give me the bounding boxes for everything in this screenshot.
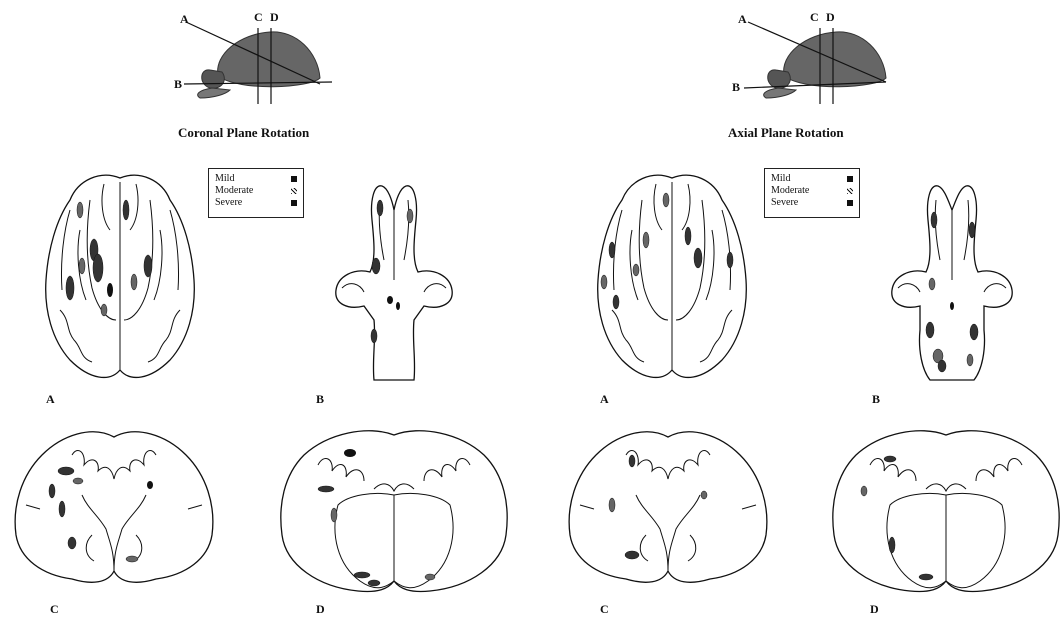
swatch-hatched-icon (847, 188, 853, 194)
swatch-solid-icon (291, 176, 297, 182)
section-a-horizontal (30, 170, 210, 385)
legend-item-moderate: Moderate (215, 185, 297, 197)
section-label-d: D (870, 602, 879, 617)
swatch-solid-icon (847, 176, 853, 182)
panel-title: Coronal Plane Rotation (178, 125, 309, 141)
diagram-label-c: C (254, 10, 263, 25)
section-a-horizontal (582, 170, 762, 385)
swatch-hatched-icon (291, 188, 297, 194)
section-d-coronal (830, 425, 1060, 595)
axial-rotation-panel: A B C D Axial Plane Rotation Mild Modera… (530, 0, 1060, 620)
brain-cerebellum (202, 70, 225, 88)
severity-legend: Mild Moderate Severe (208, 168, 304, 218)
brain-cerebellum (768, 70, 791, 88)
section-label-c: C (600, 602, 609, 617)
legend-item-severe: Severe (215, 197, 297, 209)
section-label-c: C (50, 602, 59, 617)
swatch-solid-icon (847, 200, 853, 206)
diagram-label-a: A (738, 12, 747, 27)
diagram-label-d: D (270, 10, 279, 25)
diagram-label-b: B (174, 77, 182, 92)
section-label-d: D (316, 602, 325, 617)
diagram-label-a: A (180, 12, 189, 27)
legend-item-severe: Severe (771, 197, 853, 209)
legend-item-moderate: Moderate (771, 185, 853, 197)
severity-legend: Mild Moderate Severe (764, 168, 860, 218)
coronal-rotation-panel: A B C D Coronal Plane Rotation Mild Mode… (0, 0, 530, 620)
section-label-a: A (46, 392, 55, 407)
brain-stem (764, 88, 796, 98)
diagram-label-c: C (810, 10, 819, 25)
diagram-label-d: D (826, 10, 835, 25)
section-d-coronal (278, 425, 510, 595)
panel-title: Axial Plane Rotation (728, 125, 844, 141)
brain-stem (198, 88, 230, 98)
section-c-coronal (12, 425, 217, 595)
section-label-b: B (872, 392, 880, 407)
legend-item-mild: Mild (215, 173, 297, 185)
swatch-solid-icon (291, 200, 297, 206)
brain-cerebrum (218, 32, 320, 87)
legend-item-mild: Mild (771, 173, 853, 185)
section-label-a: A (600, 392, 609, 407)
diagram-label-b: B (732, 80, 740, 95)
section-c-coronal (566, 425, 771, 595)
section-b-ventral (334, 180, 454, 385)
section-label-b: B (316, 392, 324, 407)
section-b-ventral (890, 180, 1015, 385)
